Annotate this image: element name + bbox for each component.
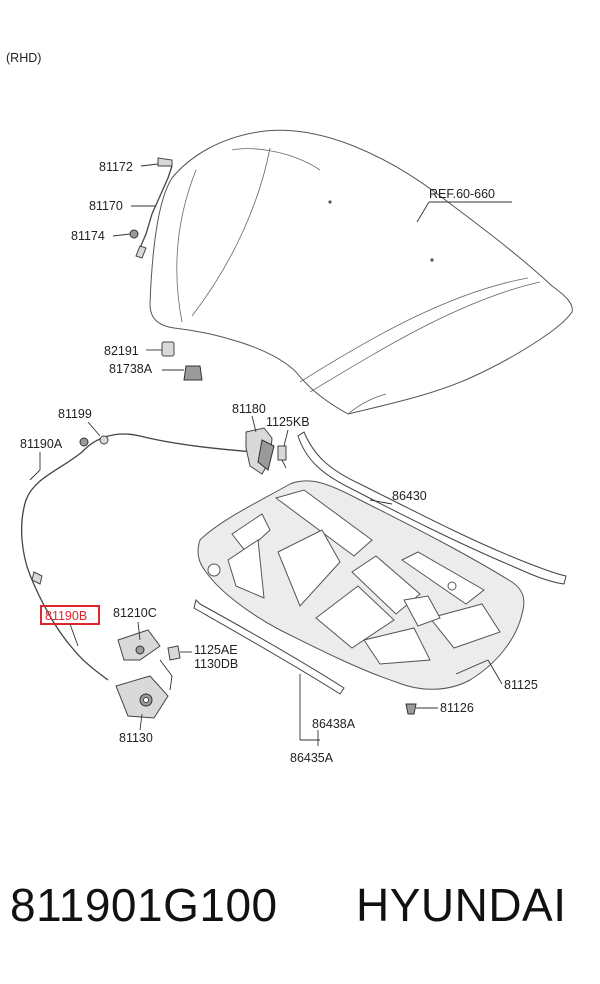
hood-bumpers — [161, 341, 203, 381]
variant-label: (RHD) — [6, 51, 41, 65]
label-81190B: 81190B — [45, 609, 87, 623]
weatherstrip — [297, 431, 567, 585]
hood-panel — [149, 129, 573, 415]
label-81738A: 81738A — [109, 362, 153, 376]
label-86435A: 86435A — [290, 751, 334, 765]
label-81174: 81174 — [71, 229, 105, 243]
brand-name: HYUNDAI — [356, 879, 567, 931]
release-cable — [21, 433, 255, 681]
label-86438A: 86438A — [312, 717, 356, 731]
label-81170: 81170 — [89, 199, 123, 213]
label-81190A: 81190A — [20, 437, 63, 451]
label-81130: 81130 — [119, 731, 153, 745]
insulator-clip — [405, 703, 417, 715]
footer: 811901G100 HYUNDAI — [0, 878, 600, 948]
seal-strip — [193, 599, 345, 695]
label-82191: 82191 — [104, 344, 139, 358]
label-81210C: 81210C — [113, 606, 157, 620]
hood-insulator — [197, 480, 525, 690]
hood-stay-rod — [129, 157, 173, 259]
part-number: 811901G100 — [10, 879, 278, 931]
label-1130DB: 1130DB — [194, 657, 238, 671]
hood-latch — [115, 629, 181, 719]
label-1125AE: 1125AE — [194, 643, 238, 657]
label-81125: 81125 — [504, 678, 538, 692]
label-81172: 81172 — [99, 160, 133, 174]
reference-label: REF.60-660 — [429, 187, 495, 201]
label-81199: 81199 — [58, 407, 92, 421]
label-81126: 81126 — [440, 701, 474, 715]
label-1125KB: 1125KB — [266, 415, 310, 429]
label-86430: 86430 — [392, 489, 427, 503]
release-handle — [245, 427, 287, 475]
label-81180: 81180 — [232, 402, 266, 416]
